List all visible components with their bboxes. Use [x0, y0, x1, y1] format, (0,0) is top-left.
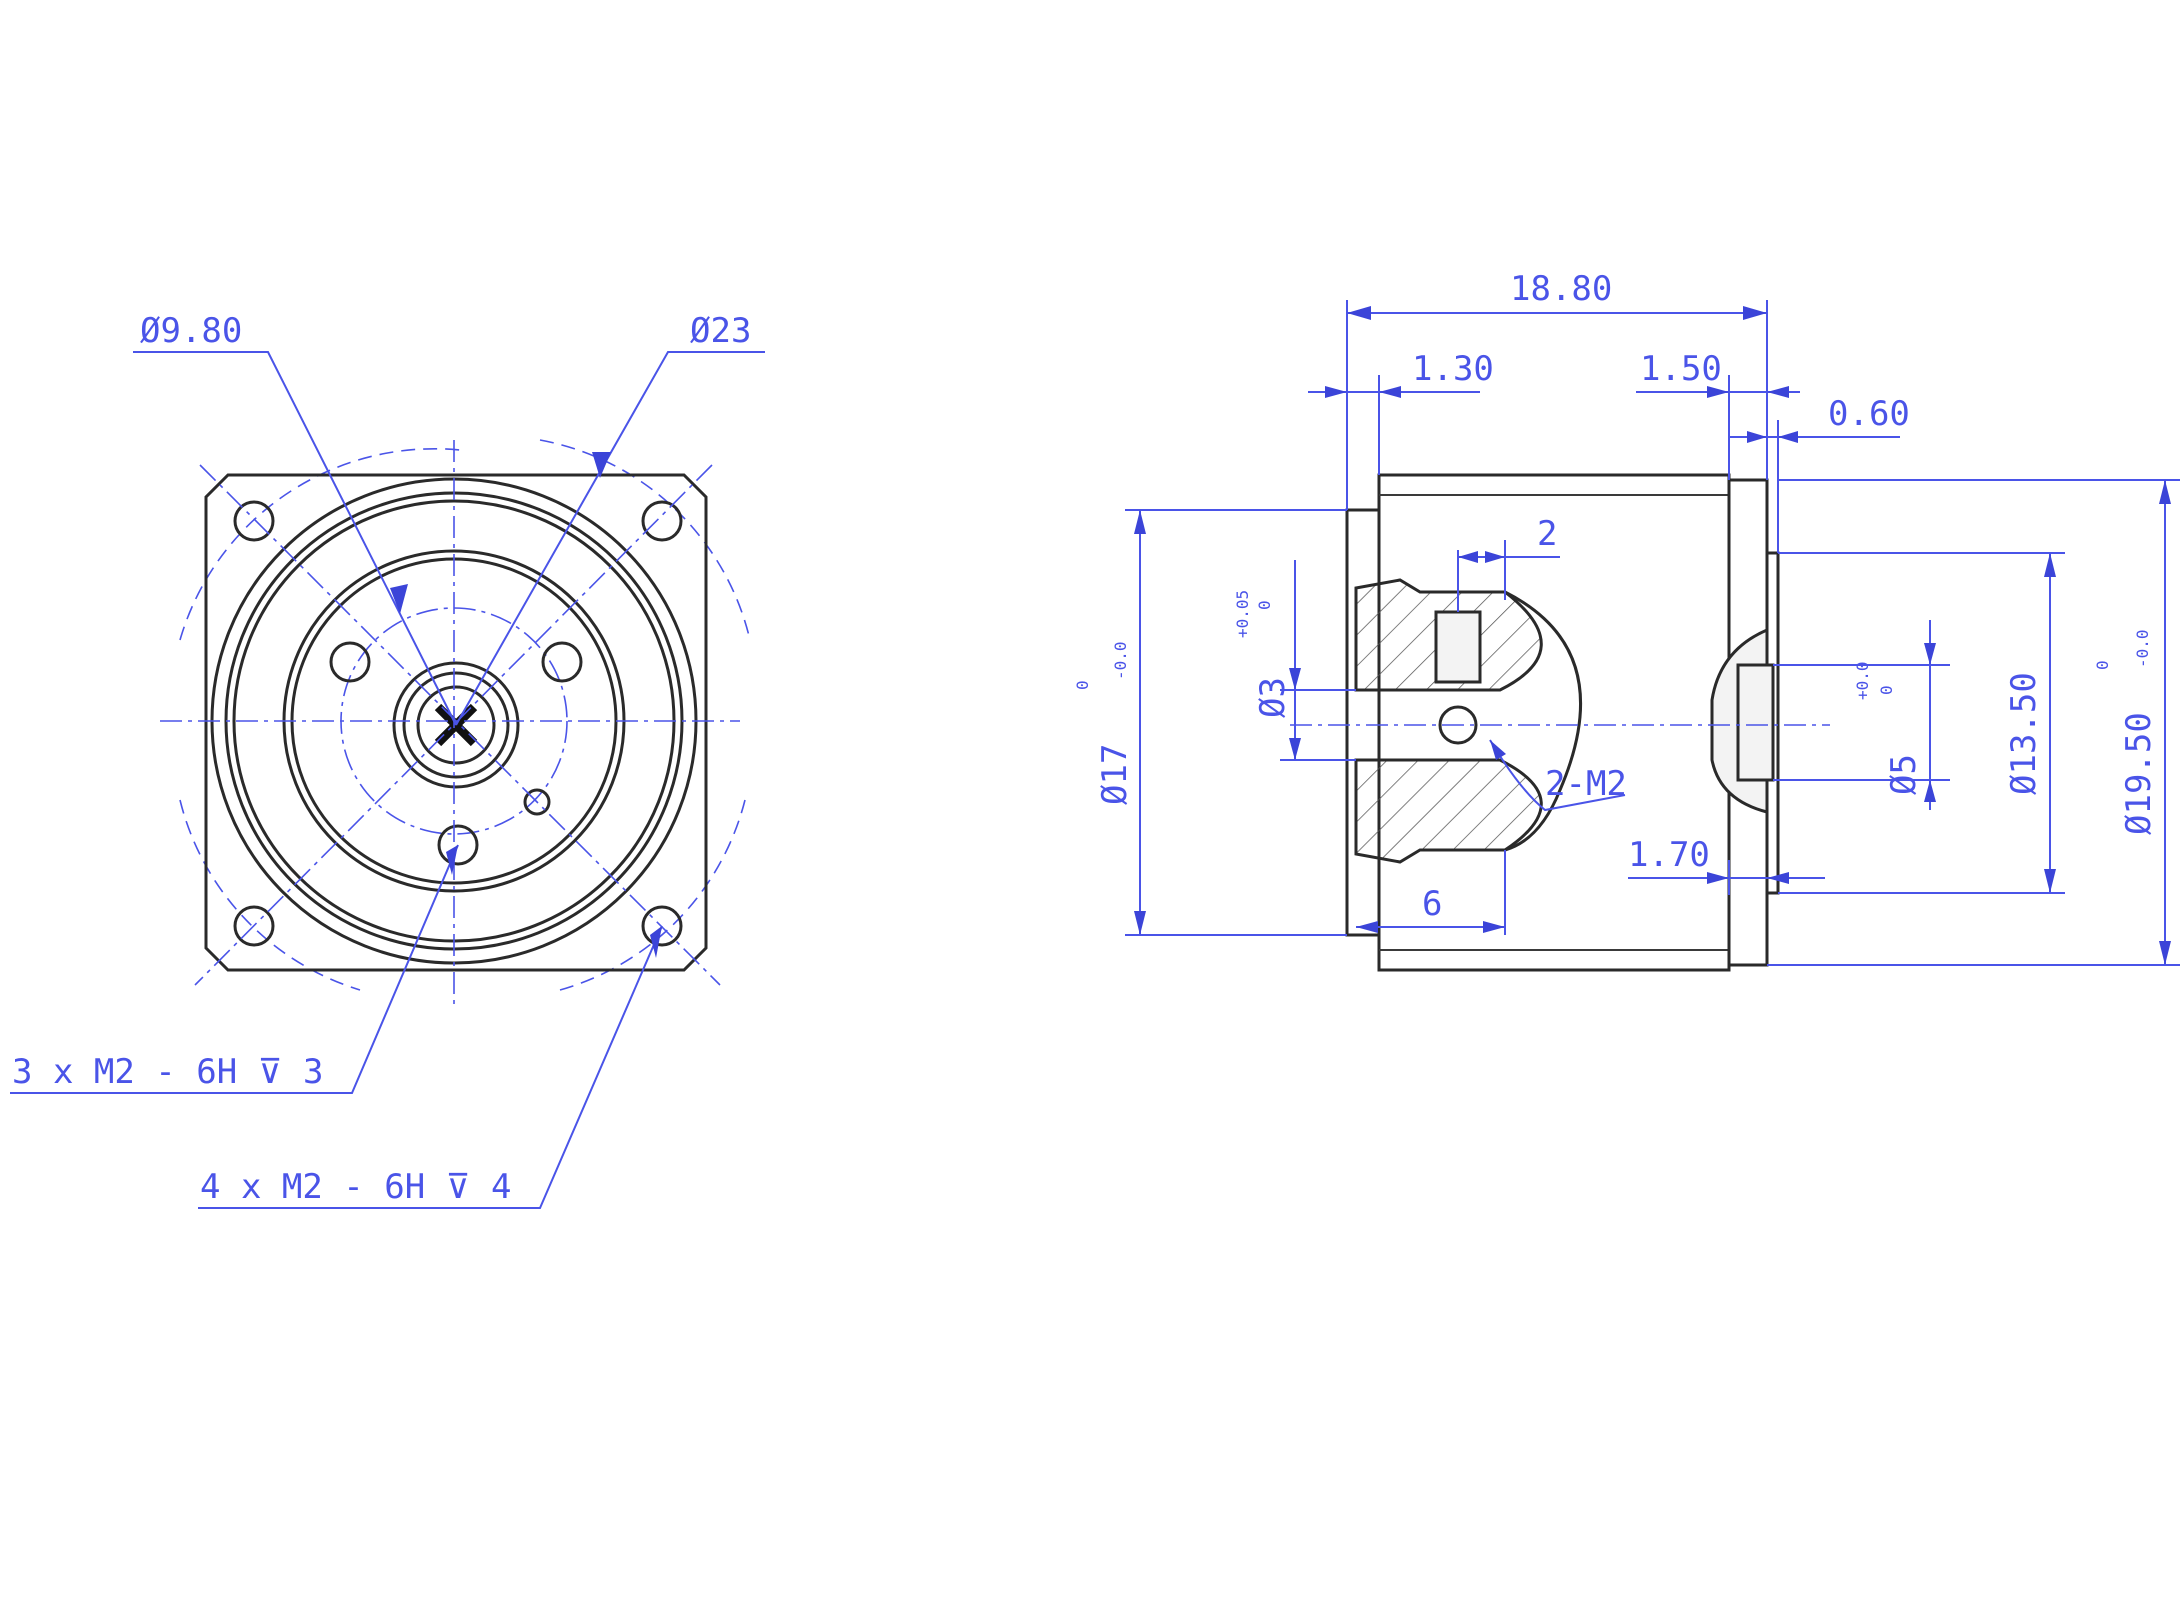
dim-d19-50 — [1767, 479, 2180, 966]
thread-note-4x: 4 x M2 - 6H ⊽ 4 — [200, 1167, 511, 1207]
dim-d5-tol-upper: +0.0 — [1853, 661, 1872, 700]
corner-hole-tl — [233, 500, 275, 542]
dim-d3-tol-upper: +0.05 — [1233, 590, 1252, 638]
front-center-lines — [160, 440, 740, 1010]
corner-hole-br — [641, 905, 683, 947]
dim-1-30-label: 1.30 — [1412, 349, 1494, 389]
dim-6 — [1356, 850, 1506, 935]
output-shaft — [1736, 663, 1775, 782]
front-view: Ø9.80 Ø23 3 x M2 - 6H ⊽ 3 4 x M2 - 6H ⊽ … — [10, 311, 765, 1209]
leader-d9-80 — [133, 351, 457, 726]
dim-d17-label: Ø17 — [1095, 744, 1135, 805]
corner-hole-tr — [641, 500, 683, 542]
dim-d19-50-label: Ø19.50 — [2119, 712, 2159, 835]
corner-hole-bl — [233, 905, 275, 947]
dim-d5-tol-lower: 0 — [1877, 685, 1896, 695]
leader-4x-m2 — [198, 925, 663, 1209]
dim-d13-50-label: Ø13.50 — [2004, 672, 2044, 795]
shaft-circle — [416, 685, 496, 765]
dim-d17-tol-lower: -0.0 — [1111, 641, 1130, 680]
dim-1-30 — [1308, 375, 1480, 475]
shaft-boss-inner — [402, 671, 510, 779]
set-screw-hole — [1438, 705, 1478, 745]
dim-d13-50 — [1778, 552, 2065, 894]
left-flange — [1345, 508, 1381, 937]
leader-d23 — [455, 351, 765, 726]
dim-d5 — [1773, 620, 1950, 810]
dim-6-label: 6 — [1422, 884, 1442, 924]
dim-0-60 — [1730, 420, 1900, 553]
keyway-slot — [1434, 610, 1482, 684]
dim-2 — [1457, 540, 1560, 612]
leader-2-m2 — [1489, 739, 1626, 812]
dim-d3 — [1280, 560, 1356, 761]
dim-length-total-label: 18.80 — [1510, 269, 1612, 309]
dim-d5-label: Ø5 — [1884, 754, 1924, 795]
dim-1-70-label: 1.70 — [1628, 835, 1710, 875]
dim-0-60-label: 0.60 — [1828, 394, 1910, 434]
dim-d17-tol-upper: 0 — [1073, 680, 1092, 690]
side-view: 18.80 1.30 1.50 0.60 — [1073, 269, 2180, 972]
dim-2-label: 2 — [1537, 514, 1557, 554]
dim-d23-label: Ø23 — [690, 311, 751, 351]
shaft-boss-outer — [392, 661, 520, 789]
small-pin-hole — [523, 788, 551, 816]
inner-hole-right — [541, 641, 583, 683]
dim-d3-tol-lower: 0 — [1255, 600, 1274, 610]
dim-1-50 — [1636, 375, 1800, 480]
dim-1-50-label: 1.50 — [1640, 349, 1722, 389]
dim-d19-50-tol-lower: -0.0 — [2133, 629, 2152, 668]
hole-note-2-m2: 2-M2 — [1545, 764, 1627, 804]
dim-d19-50-tol-upper: 0 — [2093, 660, 2112, 670]
leader-3x-m2 — [10, 844, 459, 1094]
inner-hole-left — [329, 641, 371, 683]
dim-1-70 — [1628, 860, 1825, 895]
dim-length-total — [1346, 300, 1768, 510]
front-outer-dashed-circle — [179, 439, 751, 991]
inner-hole-bottom — [437, 824, 479, 866]
dim-d17 — [1125, 509, 1347, 936]
dim-d9-80-label: Ø9.80 — [140, 311, 242, 351]
shaft-section-hatched-lower — [1354, 758, 1543, 864]
thread-note-3x: 3 x M2 - 6H ⊽ 3 — [12, 1052, 323, 1092]
dim-d3-label: Ø3 — [1253, 677, 1293, 718]
flange-square — [204, 473, 708, 972]
